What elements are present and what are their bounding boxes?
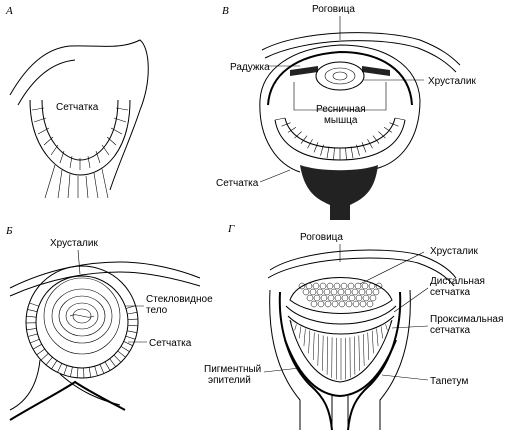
panel-d-proximal-retina: [289, 319, 393, 383]
panel-b-label-retina: Сетчатка: [149, 338, 192, 349]
panel-c-iris: [290, 66, 318, 76]
panel-d-cornea: [269, 249, 457, 279]
panel-c-ciliary-bracket: [293, 82, 387, 111]
panel-c: В Роговица Радужка Хрусталик Ресничная м…: [216, 4, 476, 220]
panel-d-lens-cells: [298, 282, 383, 308]
panel-c-lens: [315, 61, 365, 91]
panel-c-label-cornea: Роговица: [312, 4, 355, 15]
panel-b-label-vitreous-2: тело: [146, 305, 168, 316]
panel-a-label-retina: Сетчатка: [56, 102, 99, 113]
panel-d-label-distal-1: Дистальная: [430, 276, 485, 287]
panel-a-retina-striations: [31, 107, 129, 170]
panel-d-tapetum: [284, 339, 397, 398]
panel-a-eye-cup: [29, 99, 131, 176]
panel-d-label-proximal-2: сетчатка: [430, 325, 471, 336]
panel-d-lens: [289, 277, 393, 314]
panel-b-label-vitreous-1: Стекловидное: [146, 294, 213, 305]
panel-d: Г Роговица Хрусталик Дистальная сетчатка: [204, 223, 503, 431]
panel-d-label-cornea: Роговица: [300, 232, 343, 243]
panel-c-globe: [267, 50, 413, 106]
panel-a-outer-tissue: [9, 39, 149, 191]
panel-a: А Сетчатка: [5, 5, 149, 199]
panel-d-label-tapetum: Тапетум: [430, 376, 468, 387]
panel-c-label-ciliary-1: Ресничная: [316, 104, 366, 115]
panel-b: Б Хрусталик Стекловидное тело Сетчатка: [5, 225, 213, 421]
panel-a-nerve-fibers: [44, 164, 109, 199]
panel-b-cornea: [9, 261, 201, 289]
panel-c-label-retina: Сетчатка: [216, 178, 259, 189]
panel-d-label-lens: Хрусталик: [430, 246, 478, 257]
panel-c-label-iris: Радужка: [230, 62, 270, 73]
panel-b-label-lens: Хрусталик: [50, 238, 98, 249]
panel-c-cornea: [261, 32, 461, 66]
panel-d-label-proximal-1: Проксимальная: [430, 314, 503, 325]
panel-b-optic-stalk: [9, 359, 41, 411]
panel-c-pigment-lobe: [300, 165, 378, 220]
panel-d-letter: Г: [227, 223, 235, 235]
panel-d-distal-retina: [285, 305, 397, 325]
panel-b-lens: [43, 277, 121, 355]
panel-d-label-distal-2: сетчатка: [430, 287, 471, 298]
panel-d-globe: [269, 289, 301, 430]
panel-a-letter: А: [5, 5, 13, 17]
panel-c-letter: В: [222, 5, 229, 17]
panel-c-label-ciliary-2: мышца: [324, 115, 358, 126]
panel-b-letter: Б: [5, 225, 13, 237]
panel-b-eye-wall: [25, 265, 139, 379]
panel-c-retina-cells: [274, 117, 406, 160]
panel-c-label-lens: Хрусталик: [428, 76, 476, 87]
panel-d-proximal-striations: [290, 321, 392, 380]
panel-b-retina-cells: [26, 302, 138, 378]
panel-d-label-pigment-2: эпителий: [208, 375, 251, 386]
panel-d-optic-nerve: [331, 396, 349, 430]
panel-d-label-pigment-1: Пигментный: [204, 364, 261, 375]
